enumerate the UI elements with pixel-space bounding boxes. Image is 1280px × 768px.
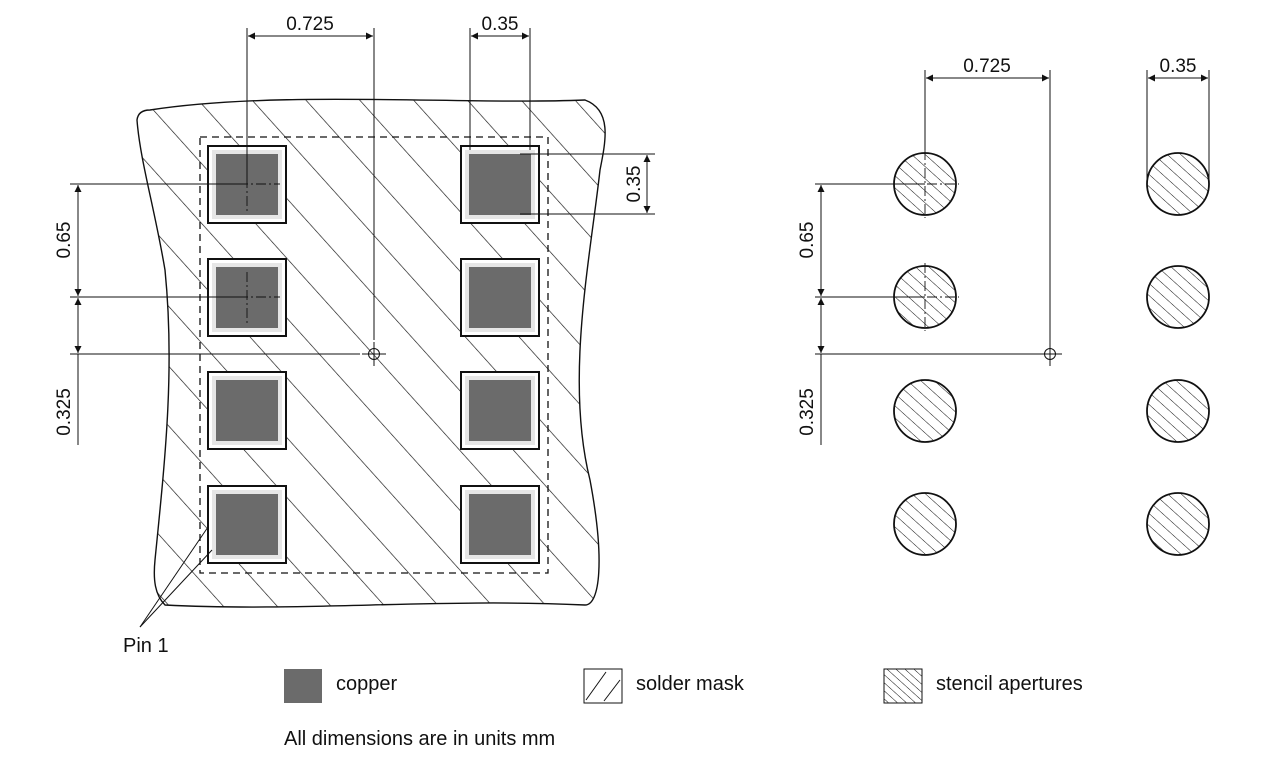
stencil-dimension-aperture: 0.35: [1146, 56, 1210, 180]
solder-mask-area: [136, 98, 606, 608]
dimension-pad-height: 0.35: [520, 153, 655, 215]
legend-item-stencil: stencil apertures: [883, 668, 1083, 704]
aperture-center-lines: [891, 150, 959, 331]
legend-swatch-copper: [284, 669, 322, 703]
dimension-offset-y: 0.325: [54, 298, 82, 445]
pcb-land-pattern-view: 0.725 0.35 0.35 0.65 0.325: [54, 14, 655, 657]
dim-label-pitch-y: 0.65: [54, 222, 75, 259]
pin1-callout: Pin 1: [123, 526, 213, 657]
stencil-dim-label-pitch-y: 0.65: [797, 222, 818, 259]
legend-swatch-stencil: [883, 668, 923, 704]
stencil-apertures: [893, 152, 1210, 556]
aperture-3: [893, 379, 957, 443]
legend-label-solder-mask: solder mask: [636, 673, 745, 695]
units-note: All dimensions are in units mm: [284, 728, 555, 750]
stencil-origin-symbol: [1038, 342, 1062, 366]
pad-3: [207, 371, 287, 450]
pad-4: [207, 485, 287, 564]
legend-label-copper: copper: [336, 673, 397, 695]
pad-7: [460, 258, 540, 337]
pad-5: [460, 485, 540, 564]
pad-group-right-column: [460, 145, 540, 564]
stencil-dimension-pitch-y: 0.65: [797, 183, 1038, 355]
dimension-pad-width: 0.35: [469, 14, 531, 150]
dimension-pitch-y: 0.65: [54, 183, 360, 355]
stencil-dim-label-aperture: 0.35: [1160, 56, 1197, 77]
dim-label-offset-y: 0.325: [54, 388, 75, 436]
legend-item-copper: copper: [284, 669, 397, 703]
dim-label-pad-width: 0.35: [482, 14, 519, 35]
stencil-dim-label-pitch-x: 0.725: [963, 56, 1011, 77]
legend-label-stencil: stencil apertures: [936, 673, 1083, 695]
aperture-5: [1146, 492, 1210, 556]
pad-6: [460, 371, 540, 450]
legend: copper solder mask stencil apertures All…: [284, 668, 1083, 750]
aperture-6: [1146, 379, 1210, 443]
stencil-dimension-pitch-x: 0.725: [924, 56, 1051, 342]
dim-label-pad-height: 0.35: [624, 166, 645, 203]
pin1-label: Pin 1: [123, 635, 169, 657]
dim-label-pitch-x: 0.725: [286, 14, 334, 35]
aperture-7: [1146, 265, 1210, 329]
stencil-dim-label-offset-y: 0.325: [797, 388, 818, 436]
legend-item-solder-mask: solder mask: [583, 668, 745, 704]
aperture-4: [893, 492, 957, 556]
legend-swatch-solder-mask: [583, 668, 623, 704]
aperture-8: [1146, 152, 1210, 216]
stencil-view: 0.725 0.35 0.65 0.325: [797, 56, 1210, 556]
pad-8: [460, 145, 540, 224]
dimension-pitch-x: 0.725: [246, 14, 375, 340]
stencil-dimension-offset-y: 0.325: [797, 298, 825, 445]
origin-symbol: [362, 342, 386, 366]
